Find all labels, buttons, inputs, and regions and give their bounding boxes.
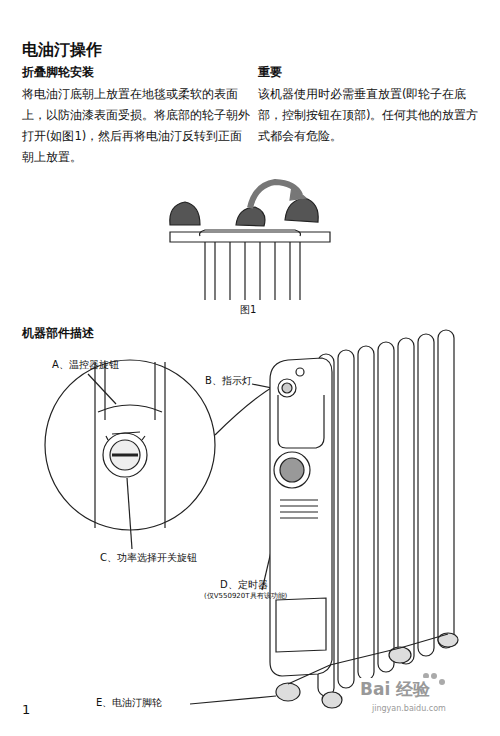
part-label: B、指示灯 [205,374,252,387]
section-heading: 机器部件描述 [22,326,94,342]
part-label: D、定时器 [220,578,268,591]
section-heading: 折叠脚轮安装 [22,65,94,81]
radiator-fin [378,342,394,672]
body-text: 该机器使用时必需垂直放置(即轮子在底部，控制按钮在顶部)。任何其他的放置方式都会… [258,84,480,147]
radiator-fin [418,334,434,656]
watermark: jingyan.baidu.com [372,704,446,714]
part-label: C、功率选择开关旋钮 [100,551,197,564]
watermark: Bai 经验 [360,678,430,700]
figure-caption: 图1 [240,303,256,316]
radiator-fin [438,330,454,648]
radiator-fin [358,346,374,680]
radiator-fin [338,350,354,688]
section-heading: 重要 [258,65,282,81]
part-note: (仅V550920T具有该功能) [204,592,287,601]
part-label: A、温控器旋钮 [52,358,119,371]
radiator-fin [398,338,414,664]
part-label: E、电油汀脚轮 [96,696,162,709]
page-title: 电油汀操作 [22,40,102,61]
body-text: 将电油汀底朝上放置在地毯或柔软的表面上，以防油漆表面受损。将底部的轮子朝外打开(… [22,84,250,168]
page-number: 1 [22,702,30,719]
